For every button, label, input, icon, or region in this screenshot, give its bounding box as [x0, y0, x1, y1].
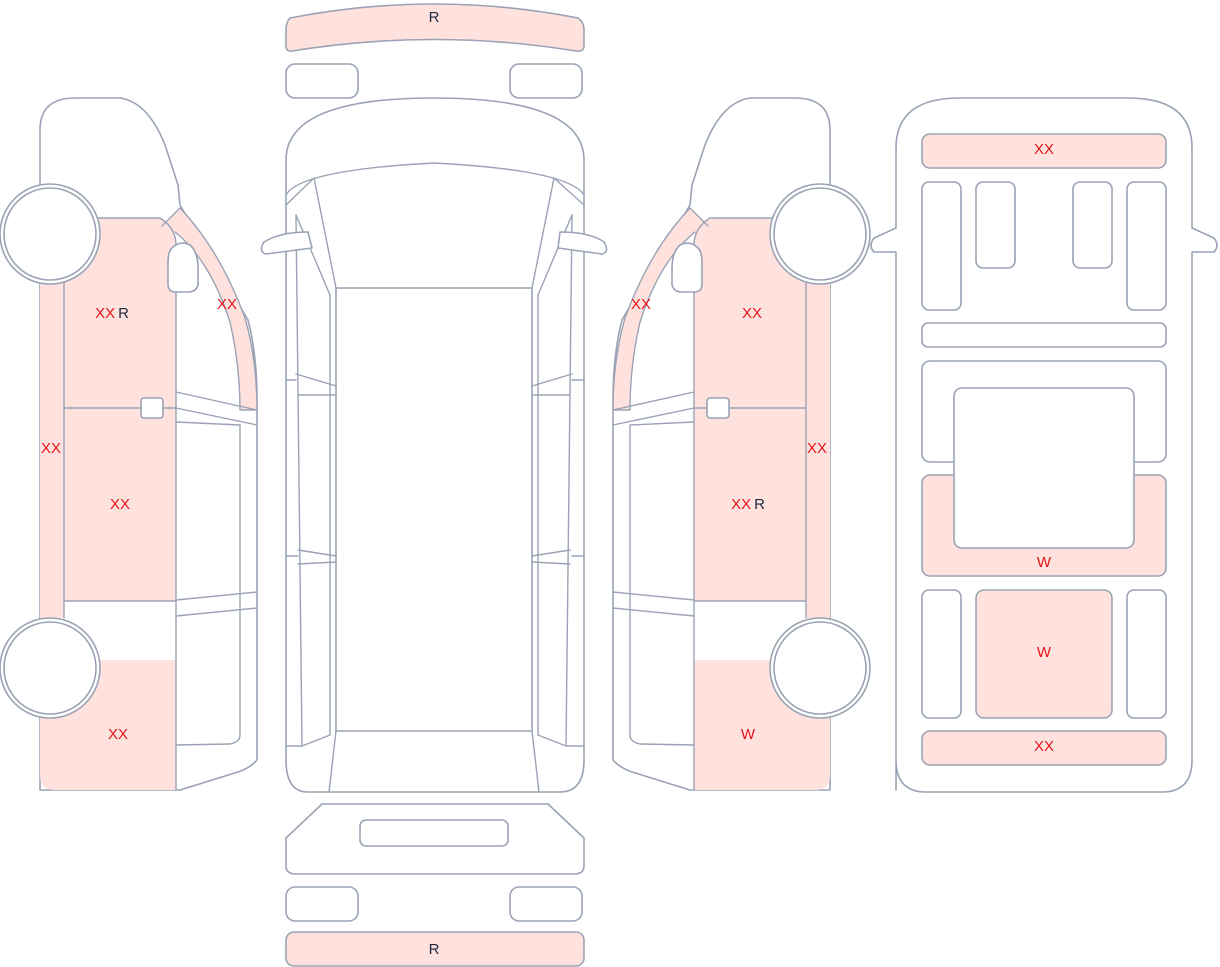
- left-front-door-mark: XX: [110, 496, 130, 513]
- left-mirror: [167, 242, 199, 293]
- left-a-pillar-mark: XX: [217, 296, 237, 313]
- rear-left-lamp: [285, 886, 359, 922]
- front-bumper-mark: R: [429, 9, 440, 26]
- rear-crossmember-mark: XX: [1034, 738, 1054, 755]
- right-front-fender[interactable]: [694, 218, 806, 408]
- right-front-wheel: [773, 187, 867, 281]
- center-floor-mark: W: [1037, 554, 1052, 571]
- right-rear-wheel: [773, 621, 867, 715]
- center-floor-cutout: [953, 387, 1135, 549]
- left-fuel-door: [140, 397, 164, 419]
- front-left-headlamp: [285, 63, 359, 99]
- left-front-fender[interactable]: [64, 218, 176, 408]
- top-left-mirror: [260, 231, 313, 255]
- right-front-fender-mark: XX: [742, 305, 762, 322]
- front-right-headlamp: [509, 63, 583, 99]
- top-view: [260, 3, 608, 967]
- right-rear-quarter-mark: W: [741, 726, 756, 743]
- right-rocker-panel[interactable]: [806, 280, 830, 618]
- left-rear-wheel: [3, 621, 97, 715]
- left-rocker-panel-mark: XX: [41, 440, 61, 457]
- underside-view: [870, 97, 1218, 793]
- left-front-door[interactable]: [64, 408, 176, 601]
- right-a-pillar-mark: XX: [631, 296, 651, 313]
- rear-bumper-mark: R: [429, 941, 440, 958]
- front-crossmember-mark: XX: [1034, 141, 1054, 158]
- top-right-mirror: [557, 231, 608, 255]
- right-rocker-panel-mark: XX: [807, 440, 827, 457]
- rear-bumper[interactable]: [285, 931, 585, 967]
- rear-floor-panel[interactable]: [975, 589, 1113, 719]
- rear-license-plate: [359, 819, 509, 847]
- left-rear-quarter-mark: XX: [108, 726, 128, 743]
- left-rocker-panel[interactable]: [40, 280, 64, 618]
- right-side-view: [612, 97, 871, 791]
- rear-crossmember[interactable]: [921, 730, 1167, 766]
- right-mirror: [671, 242, 703, 293]
- rear-right-lamp: [509, 886, 583, 922]
- front-bumper[interactable]: [285, 3, 585, 52]
- rear-floor-mark: W: [1037, 644, 1052, 661]
- left-front-wheel: [3, 187, 97, 281]
- right-front-door[interactable]: [694, 408, 806, 601]
- front-crossmember[interactable]: [921, 133, 1167, 169]
- left-side-view: [0, 97, 258, 791]
- right-fuel-door: [706, 397, 730, 419]
- roof-panel: [335, 287, 533, 732]
